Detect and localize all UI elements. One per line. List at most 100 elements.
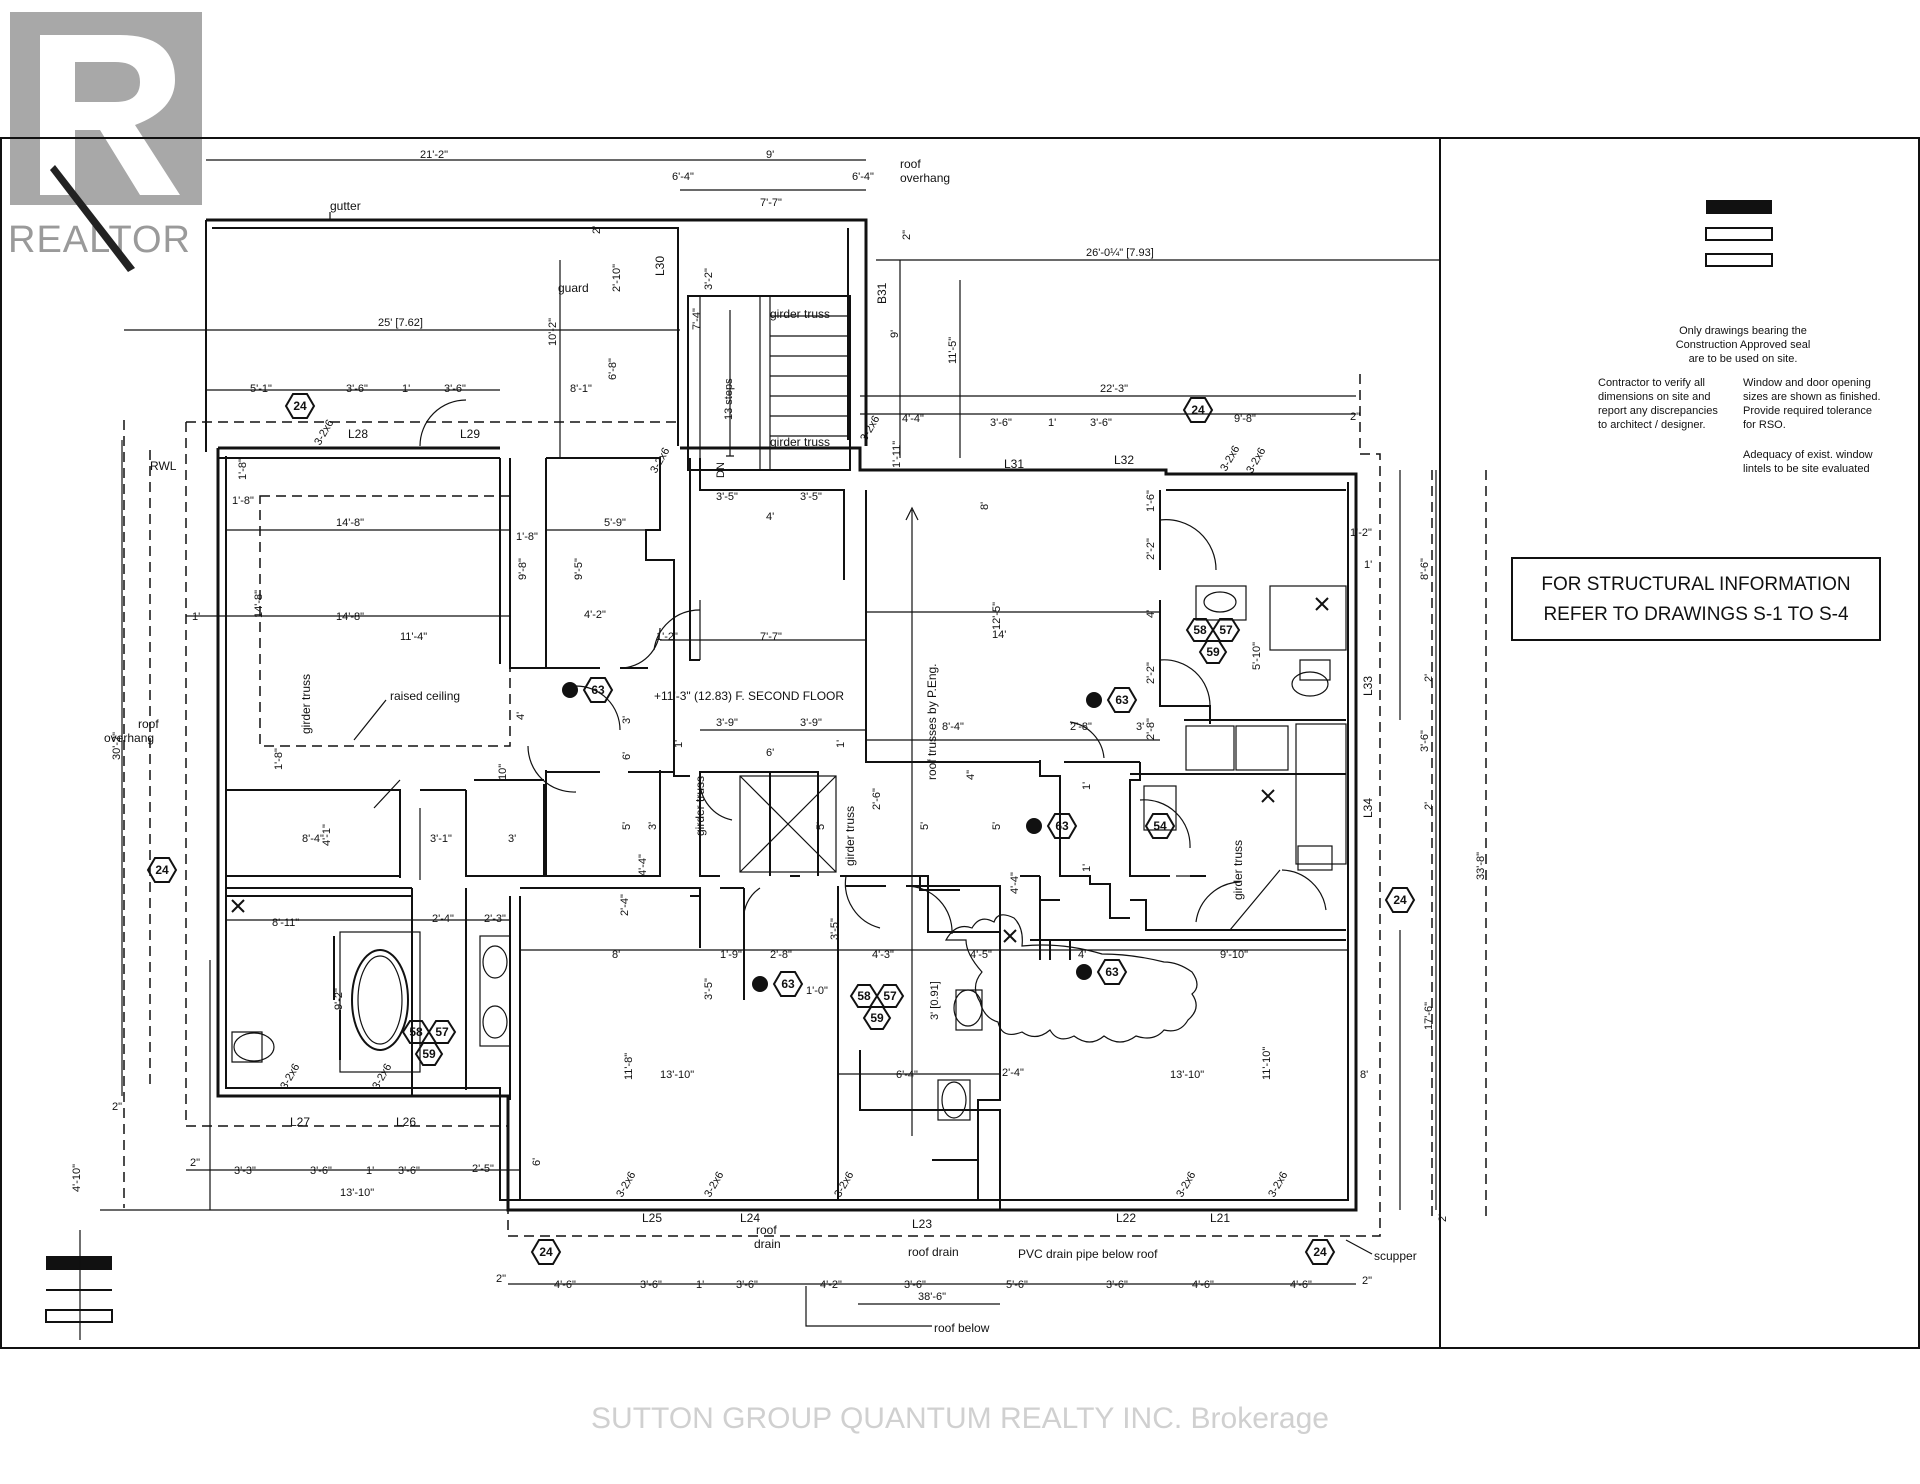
roof-drain-label: roof drain xyxy=(908,1245,959,1259)
svg-text:12'-5": 12'-5" xyxy=(991,602,1003,630)
svg-text:2": 2" xyxy=(112,1101,122,1113)
svg-text:57: 57 xyxy=(883,989,897,1003)
svg-text:9': 9' xyxy=(766,149,774,161)
svg-text:2": 2" xyxy=(190,1157,200,1169)
svg-text:3'-6": 3'-6" xyxy=(904,1279,926,1291)
stair-dn-label: DN xyxy=(715,462,727,478)
svg-text:3'-6": 3'-6" xyxy=(990,417,1012,429)
svg-text:3': 3' xyxy=(508,833,516,845)
svg-text:25' [7.62]: 25' [7.62] xyxy=(378,317,423,329)
svg-text:4'-6": 4'-6" xyxy=(554,1279,576,1291)
svg-text:9'-10": 9'-10" xyxy=(1220,949,1248,961)
svg-text:17'-6": 17'-6" xyxy=(1423,1002,1435,1030)
svg-text:2': 2' xyxy=(1423,802,1435,810)
svg-text:38'-6": 38'-6" xyxy=(918,1291,946,1303)
svg-text:4'-6": 4'-6" xyxy=(1290,1279,1312,1291)
note-openings: Window and door opening sizes are shown … xyxy=(1743,377,1881,431)
svg-text:1'-11": 1'-11" xyxy=(891,441,903,468)
second-floor-label: +11'-3" (12.83) F. SECOND FLOOR xyxy=(654,689,844,703)
lintel-L21: L21 xyxy=(1210,1211,1230,1225)
svg-text:2': 2' xyxy=(591,226,603,234)
svg-text:1': 1' xyxy=(1048,417,1056,429)
svg-text:3'-1": 3'-1" xyxy=(430,833,452,845)
gutter-label: gutter xyxy=(330,199,361,213)
svg-text:1'-8": 1'-8" xyxy=(516,531,538,543)
svg-text:10'-2": 10'-2" xyxy=(547,318,559,346)
revision-cloud xyxy=(944,914,1198,1043)
roof-drain-left-label-1: roof xyxy=(756,1223,777,1237)
lintel-L28: L28 xyxy=(348,427,368,441)
rwl-label: RWL xyxy=(150,459,177,473)
svg-text:3-2x6: 3-2x6 xyxy=(832,1170,856,1200)
svg-text:4'-1": 4'-1" xyxy=(321,824,333,846)
svg-text:5': 5' xyxy=(919,822,931,830)
svg-text:4'-2": 4'-2" xyxy=(584,609,606,621)
svg-text:1'-9": 1'-9" xyxy=(720,949,742,961)
structural-info-box: FOR STRUCTURAL INFORMATION REFER TO DRAW… xyxy=(1511,557,1881,641)
svg-text:57: 57 xyxy=(1219,623,1233,637)
svg-text:7'-4": 7'-4" xyxy=(691,308,703,330)
svg-text:11'-5": 11'-5" xyxy=(947,337,959,364)
lintel-L25: L25 xyxy=(642,1211,662,1225)
svg-text:4'-4": 4'-4" xyxy=(637,854,649,876)
svg-text:Only drawings bearing the: Only drawings bearing the xyxy=(1679,325,1807,337)
lintel-L31: L31 xyxy=(1004,457,1024,471)
girder-truss-top-label: girder truss xyxy=(770,307,830,321)
svg-text:6'-4": 6'-4" xyxy=(672,171,694,183)
svg-text:3': 3' xyxy=(647,822,659,830)
legend-top-right xyxy=(1705,200,1773,267)
svg-text:24: 24 xyxy=(293,399,307,413)
svg-text:24: 24 xyxy=(1393,893,1407,907)
svg-text:21'-2": 21'-2" xyxy=(420,149,448,161)
lintel-L22: L22 xyxy=(1116,1211,1136,1225)
girder-truss-right-label: girder truss xyxy=(1231,840,1245,900)
svg-text:26'-0¼" [7.93]: 26'-0¼" [7.93] xyxy=(1086,247,1154,259)
svg-text:63: 63 xyxy=(1055,819,1069,833)
svg-text:lintels to be site evaluated: lintels to be site evaluated xyxy=(1743,463,1870,475)
svg-text:63: 63 xyxy=(1115,693,1129,707)
girder-truss-center-label: girder truss xyxy=(843,806,857,866)
svg-text:Contractor to verify all: Contractor to verify all xyxy=(1598,377,1705,389)
annotation-labels: gutter guard roof overhang roof overhang… xyxy=(104,157,1417,1335)
svg-text:1': 1' xyxy=(1081,782,1093,790)
svg-text:14'-8": 14'-8" xyxy=(336,517,364,529)
svg-text:14': 14' xyxy=(992,629,1006,641)
svg-text:4'-5": 4'-5" xyxy=(970,949,992,961)
pvc-pipe-label: PVC drain pipe below roof xyxy=(1018,1247,1158,1261)
svg-text:1'-8": 1'-8" xyxy=(273,748,285,770)
guard-label: guard xyxy=(558,281,589,295)
svg-text:8': 8' xyxy=(612,949,620,961)
girder-truss-mid-label: girder truss xyxy=(693,776,707,836)
svg-text:2": 2" xyxy=(1350,411,1360,423)
lintel-L27: L27 xyxy=(290,1115,310,1129)
svg-text:9'-5": 9'-5" xyxy=(573,558,585,580)
svg-text:2': 2' xyxy=(1423,674,1435,682)
svg-text:13'-10": 13'-10" xyxy=(660,1069,694,1081)
svg-text:2'-6": 2'-6" xyxy=(871,788,883,810)
svg-text:3'-5": 3'-5" xyxy=(703,978,715,1000)
svg-text:3'-9": 3'-9" xyxy=(716,717,738,729)
note-lintels: Adequacy of exist. window lintels to be … xyxy=(1743,449,1873,475)
svg-text:11'-4": 11'-4" xyxy=(400,631,427,643)
svg-text:1'-8": 1'-8" xyxy=(232,495,254,507)
svg-text:2'-10": 2'-10" xyxy=(611,264,623,292)
svg-text:4'-4": 4'-4" xyxy=(1009,872,1021,894)
svg-text:3' [0.91]: 3' [0.91] xyxy=(929,981,941,1020)
svg-text:2'-2": 2'-2" xyxy=(1145,662,1157,684)
scupper-label: scupper xyxy=(1374,1249,1417,1263)
svg-text:13'-10": 13'-10" xyxy=(340,1187,374,1199)
svg-text:8'-6": 8'-6" xyxy=(1419,558,1431,580)
svg-text:are to be used on site.: are to be used on site. xyxy=(1689,353,1798,365)
svg-text:4': 4' xyxy=(1145,610,1157,618)
svg-text:24: 24 xyxy=(1191,403,1205,417)
svg-text:2": 2" xyxy=(496,1273,506,1285)
svg-text:1'-6": 1'-6" xyxy=(1145,490,1157,512)
svg-text:sizes are shown as finished.: sizes are shown as finished. xyxy=(1743,391,1881,403)
girder-truss-stair-label: girder truss xyxy=(770,435,830,449)
roof-overhang-left-label-1: roof xyxy=(138,717,159,731)
svg-text:1': 1' xyxy=(1081,864,1093,872)
tags-58-57-59: 58 57 59 58 57 59 58 57 59 xyxy=(401,618,1241,1066)
svg-text:1': 1' xyxy=(192,611,200,623)
svg-text:14'-8": 14'-8" xyxy=(253,590,265,618)
roof-outline xyxy=(123,372,1487,1237)
